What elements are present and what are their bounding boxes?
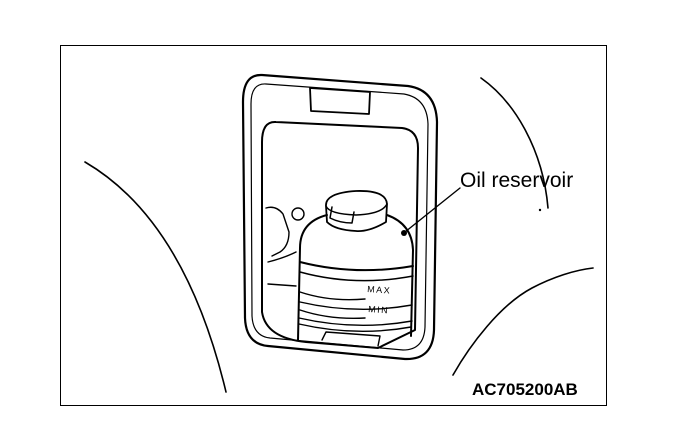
opening-notch (321, 331, 381, 347)
figure-code: AC705200AB (472, 380, 578, 399)
reservoir-shoulder-right (386, 214, 414, 337)
reservoir-ring-2 (298, 317, 413, 327)
bracket-lower-bar (267, 283, 297, 287)
callout-leader-dot (401, 230, 407, 236)
access-panel-rim (250, 83, 429, 351)
reservoir-ring-3 (298, 323, 412, 333)
max-level-label: MAX (367, 284, 392, 296)
bracket-hose (267, 251, 297, 263)
callout-leader (404, 187, 461, 233)
max-level-line (299, 291, 366, 301)
upper-right-body-curve (480, 77, 549, 209)
min-level-label: MIN (368, 304, 390, 315)
min-level-line (299, 309, 366, 319)
bracket-bolt (291, 207, 305, 221)
panel-opening (261, 120, 419, 349)
speck (538, 208, 542, 212)
reservoir-shoulder (297, 214, 328, 341)
oil-reservoir-callout: Oil reservoir (460, 169, 574, 192)
access-panel-outer (241, 73, 439, 361)
reservoir-rim-lower (299, 271, 414, 282)
reservoir-ring-1 (299, 301, 413, 311)
bracket-fitting (265, 206, 290, 257)
left-body-curve (84, 161, 227, 393)
cap-top (325, 203, 388, 216)
panel-tab (309, 87, 371, 115)
cap-body (325, 190, 388, 232)
reservoir-rim-top (299, 261, 414, 272)
lower-right-body-curve (452, 267, 594, 376)
cap-grip (329, 206, 355, 224)
